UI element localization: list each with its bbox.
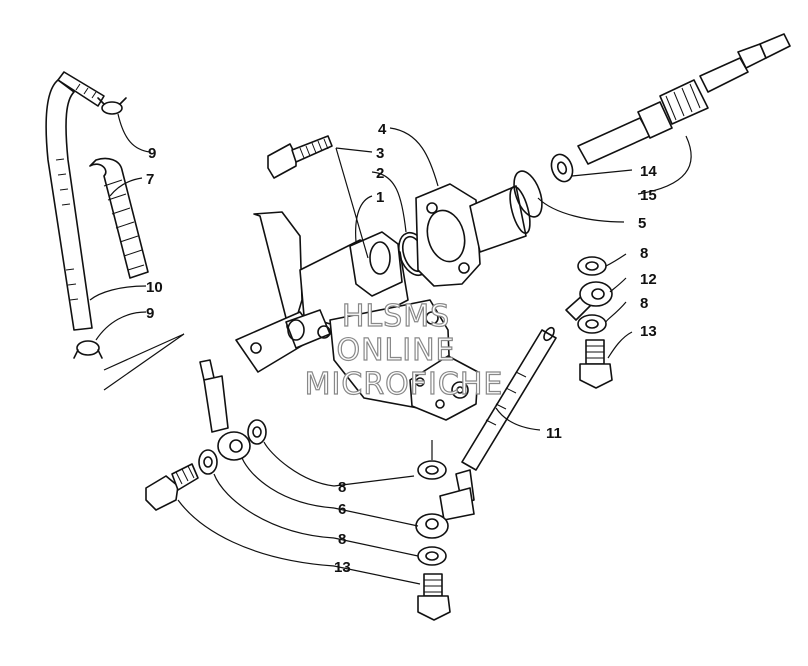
callout-3: 3 [376, 145, 384, 162]
callout-9-upper: 9 [148, 145, 156, 162]
washer-center-lower [417, 546, 447, 566]
washer-right-upper [577, 256, 607, 276]
callout-7: 7 [146, 171, 154, 188]
callout-8-right-lower: 8 [640, 295, 648, 312]
callout-14: 14 [640, 163, 657, 180]
callout-13-right: 13 [640, 323, 657, 340]
washer-left-lower [198, 449, 218, 475]
callout-8-right-upper: 8 [640, 245, 648, 262]
feed-fitting-left [199, 359, 251, 461]
hose-clamp-upper [97, 97, 127, 115]
banjo-bolt-center [417, 573, 451, 621]
callout-11: 11 [546, 425, 562, 442]
callout-numbers: 9 7 10 9 4 3 2 1 14 15 5 8 12 8 13 11 8 … [146, 121, 657, 576]
watermark-line-3: MICROFICHE [305, 367, 504, 402]
callout-8-center-upper: 8 [338, 479, 346, 496]
watermark: HLSMS ONLINE MICROFICHE [304, 298, 504, 402]
shaft-o-ring [513, 170, 543, 218]
callout-4: 4 [378, 121, 387, 138]
washer-right-lower [577, 314, 607, 334]
bolt-upper [267, 135, 333, 179]
washer-left-upper [247, 419, 267, 445]
callout-2: 2 [376, 165, 384, 182]
banjo-bolt-right [579, 339, 613, 389]
leader-lines [89, 113, 692, 585]
callout-13-center: 13 [334, 559, 351, 576]
flange-housing [415, 183, 531, 287]
drive-shaft [577, 33, 791, 165]
callout-8-center-lower: 8 [338, 531, 346, 548]
callout-15: 15 [640, 187, 657, 204]
hose-clamp-lower [73, 340, 103, 359]
feed-fitting-center [415, 469, 475, 539]
spiral-wrap [89, 157, 149, 279]
callout-5: 5 [638, 215, 646, 232]
oil-line [461, 326, 557, 471]
banjo-bolt-left [145, 463, 199, 511]
banjo-fitting-right [565, 281, 613, 321]
callout-12: 12 [640, 271, 657, 288]
washer-center-upper [417, 460, 447, 480]
oil-pump-body [285, 231, 479, 421]
callout-6: 6 [338, 501, 346, 518]
thrust-washer [550, 153, 574, 183]
callout-10: 10 [146, 279, 163, 296]
oil-hose [45, 71, 105, 331]
watermark-line-1: HLSMS [342, 299, 450, 334]
watermark-line-2: ONLINE [336, 333, 455, 368]
callout-9-lower: 9 [146, 305, 154, 322]
callout-1: 1 [376, 189, 384, 206]
